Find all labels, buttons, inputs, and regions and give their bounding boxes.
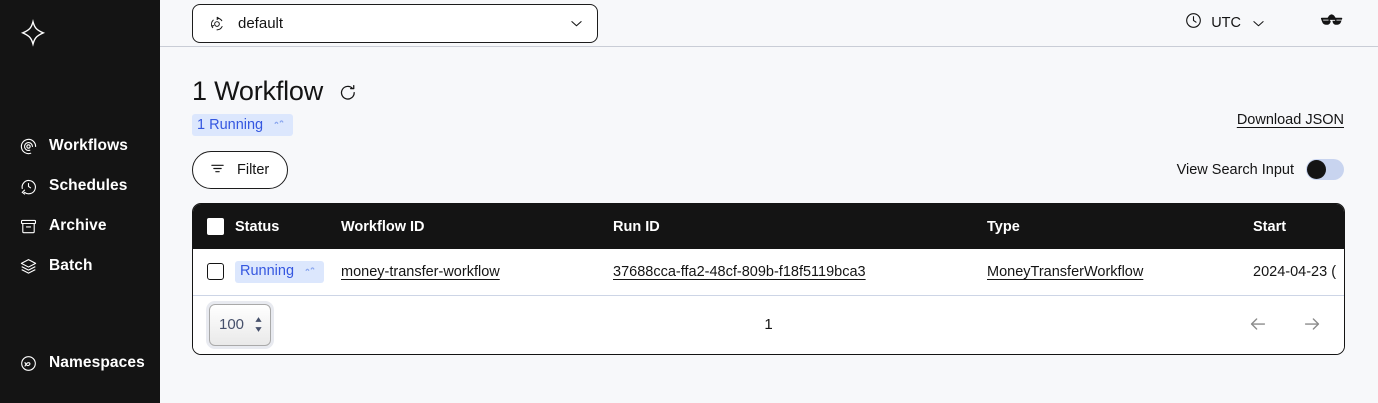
page-size-select[interactable]: 100 — [209, 303, 271, 346]
sidebar-nav-secondary: Namespaces — [0, 343, 160, 383]
filter-button[interactable]: Filter — [192, 151, 289, 189]
toolbar: Filter View Search Input — [192, 150, 1344, 190]
cell-start: 2024-04-23 ( — [1253, 249, 1344, 296]
sidebar-item-label: Workflows — [49, 137, 128, 155]
sidebar-nav-primary: Workflows Schedules — [0, 126, 160, 286]
page-title: 1 Workflow — [192, 76, 324, 106]
timezone-selector[interactable]: UTC — [1184, 11, 1267, 35]
cell-run-id: 37688cca-ffa2-48cf-809b-f18f5119bca3 — [613, 249, 987, 296]
column-header-start[interactable]: Start — [1253, 218, 1287, 235]
temporal-logo-icon[interactable] — [16, 16, 50, 50]
sidebar-item-label: Archive — [49, 217, 107, 235]
sidebar-item-schedules[interactable]: Schedules — [0, 166, 160, 206]
page-header: 1 Workflow — [192, 78, 1344, 105]
column-header-status[interactable]: Status — [235, 218, 280, 235]
toggle-knob — [1307, 160, 1326, 179]
top-bar: default UTC — [160, 0, 1378, 47]
arrow-left-icon[interactable] — [1246, 312, 1270, 336]
running-spinner-icon — [304, 263, 317, 280]
sidebar-item-label: Namespaces — [49, 354, 145, 372]
workflow-type-link[interactable]: MoneyTransferWorkflow — [987, 263, 1144, 280]
column-header-type[interactable]: Type — [987, 218, 1020, 235]
clock-icon — [1184, 11, 1203, 35]
cell-workflow-id: money-transfer-workflow — [341, 249, 613, 296]
namespace-selector[interactable]: default — [192, 4, 598, 43]
sidebar-item-batch[interactable]: Batch — [0, 246, 160, 286]
row-select-cell — [193, 249, 235, 296]
filter-lines-icon — [209, 160, 226, 181]
workflows-icon — [18, 136, 38, 156]
view-search-input-toggle[interactable] — [1306, 159, 1344, 180]
filter-button-label: Filter — [237, 162, 270, 178]
cell-type: MoneyTransferWorkflow — [987, 249, 1253, 296]
running-spinner-icon — [273, 116, 286, 133]
refresh-icon[interactable] — [337, 82, 359, 104]
namespaces-icon — [18, 353, 38, 373]
run-id-link[interactable]: 37688cca-ffa2-48cf-809b-f18f5119bca3 — [613, 263, 866, 280]
checkbox-unchecked-icon[interactable] — [207, 218, 224, 235]
sidebar-item-workflows[interactable]: Workflows — [0, 126, 160, 166]
table-row[interactable]: Running mon — [193, 249, 1344, 296]
sidebar-item-namespaces[interactable]: Namespaces — [0, 343, 160, 383]
row-status-label: Running — [240, 263, 295, 280]
timezone-label: UTC — [1211, 15, 1241, 31]
chevron-down-icon — [1249, 14, 1267, 32]
namespace-icon — [207, 14, 226, 33]
table-header-row: Status Workflow ID Run ID Type Start — [193, 204, 1344, 249]
status-badge-running[interactable]: 1 Running — [192, 114, 294, 136]
select-all-header — [193, 204, 235, 249]
sidebar: Workflows Schedules — [0, 0, 160, 403]
status-filter-badges: 1 Running — [192, 114, 1344, 136]
page-indicator: 1 — [764, 316, 773, 333]
view-search-input-label: View Search Input — [1176, 161, 1294, 178]
codec-settings-button[interactable] — [1318, 10, 1346, 36]
schedules-clock-icon — [18, 176, 38, 196]
sidebar-item-archive[interactable]: Archive — [0, 206, 160, 246]
column-header-workflow-id[interactable]: Workflow ID — [341, 218, 425, 235]
main-area: default UTC — [160, 0, 1378, 403]
content-area: 1 Workflow Download JSON 1 Running — [160, 78, 1378, 355]
workflows-table: Status Workflow ID Run ID Type Start — [193, 204, 1344, 296]
batch-layers-icon — [18, 256, 38, 276]
column-header-run-id[interactable]: Run ID — [613, 218, 660, 235]
download-json-link[interactable]: Download JSON — [1236, 112, 1344, 128]
table-body: Running mon — [193, 249, 1344, 296]
cell-status: Running — [235, 249, 341, 296]
view-search-input-control: View Search Input — [1177, 159, 1344, 180]
table-header: Status Workflow ID Run ID Type Start — [193, 204, 1344, 249]
workflow-id-link[interactable]: money-transfer-workflow — [341, 263, 500, 280]
row-status-badge[interactable]: Running — [235, 260, 325, 283]
sidebar-item-label: Schedules — [49, 177, 128, 195]
table-footer: 100 1 — [193, 295, 1344, 354]
badge-label: 1 Running — [197, 116, 264, 133]
sidebar-item-label: Batch — [49, 257, 93, 275]
workflows-table-card: Status Workflow ID Run ID Type Start — [192, 203, 1345, 355]
namespace-label: default — [238, 15, 284, 32]
pagination-controls — [1246, 312, 1324, 336]
checkbox-unchecked-icon[interactable] — [207, 263, 224, 281]
archive-box-icon — [18, 216, 38, 236]
page-size-control: 100 — [209, 303, 271, 346]
sunglasses-codec-icon — [1319, 12, 1346, 34]
arrow-right-icon[interactable] — [1300, 312, 1324, 336]
chevron-down-icon — [567, 15, 585, 33]
